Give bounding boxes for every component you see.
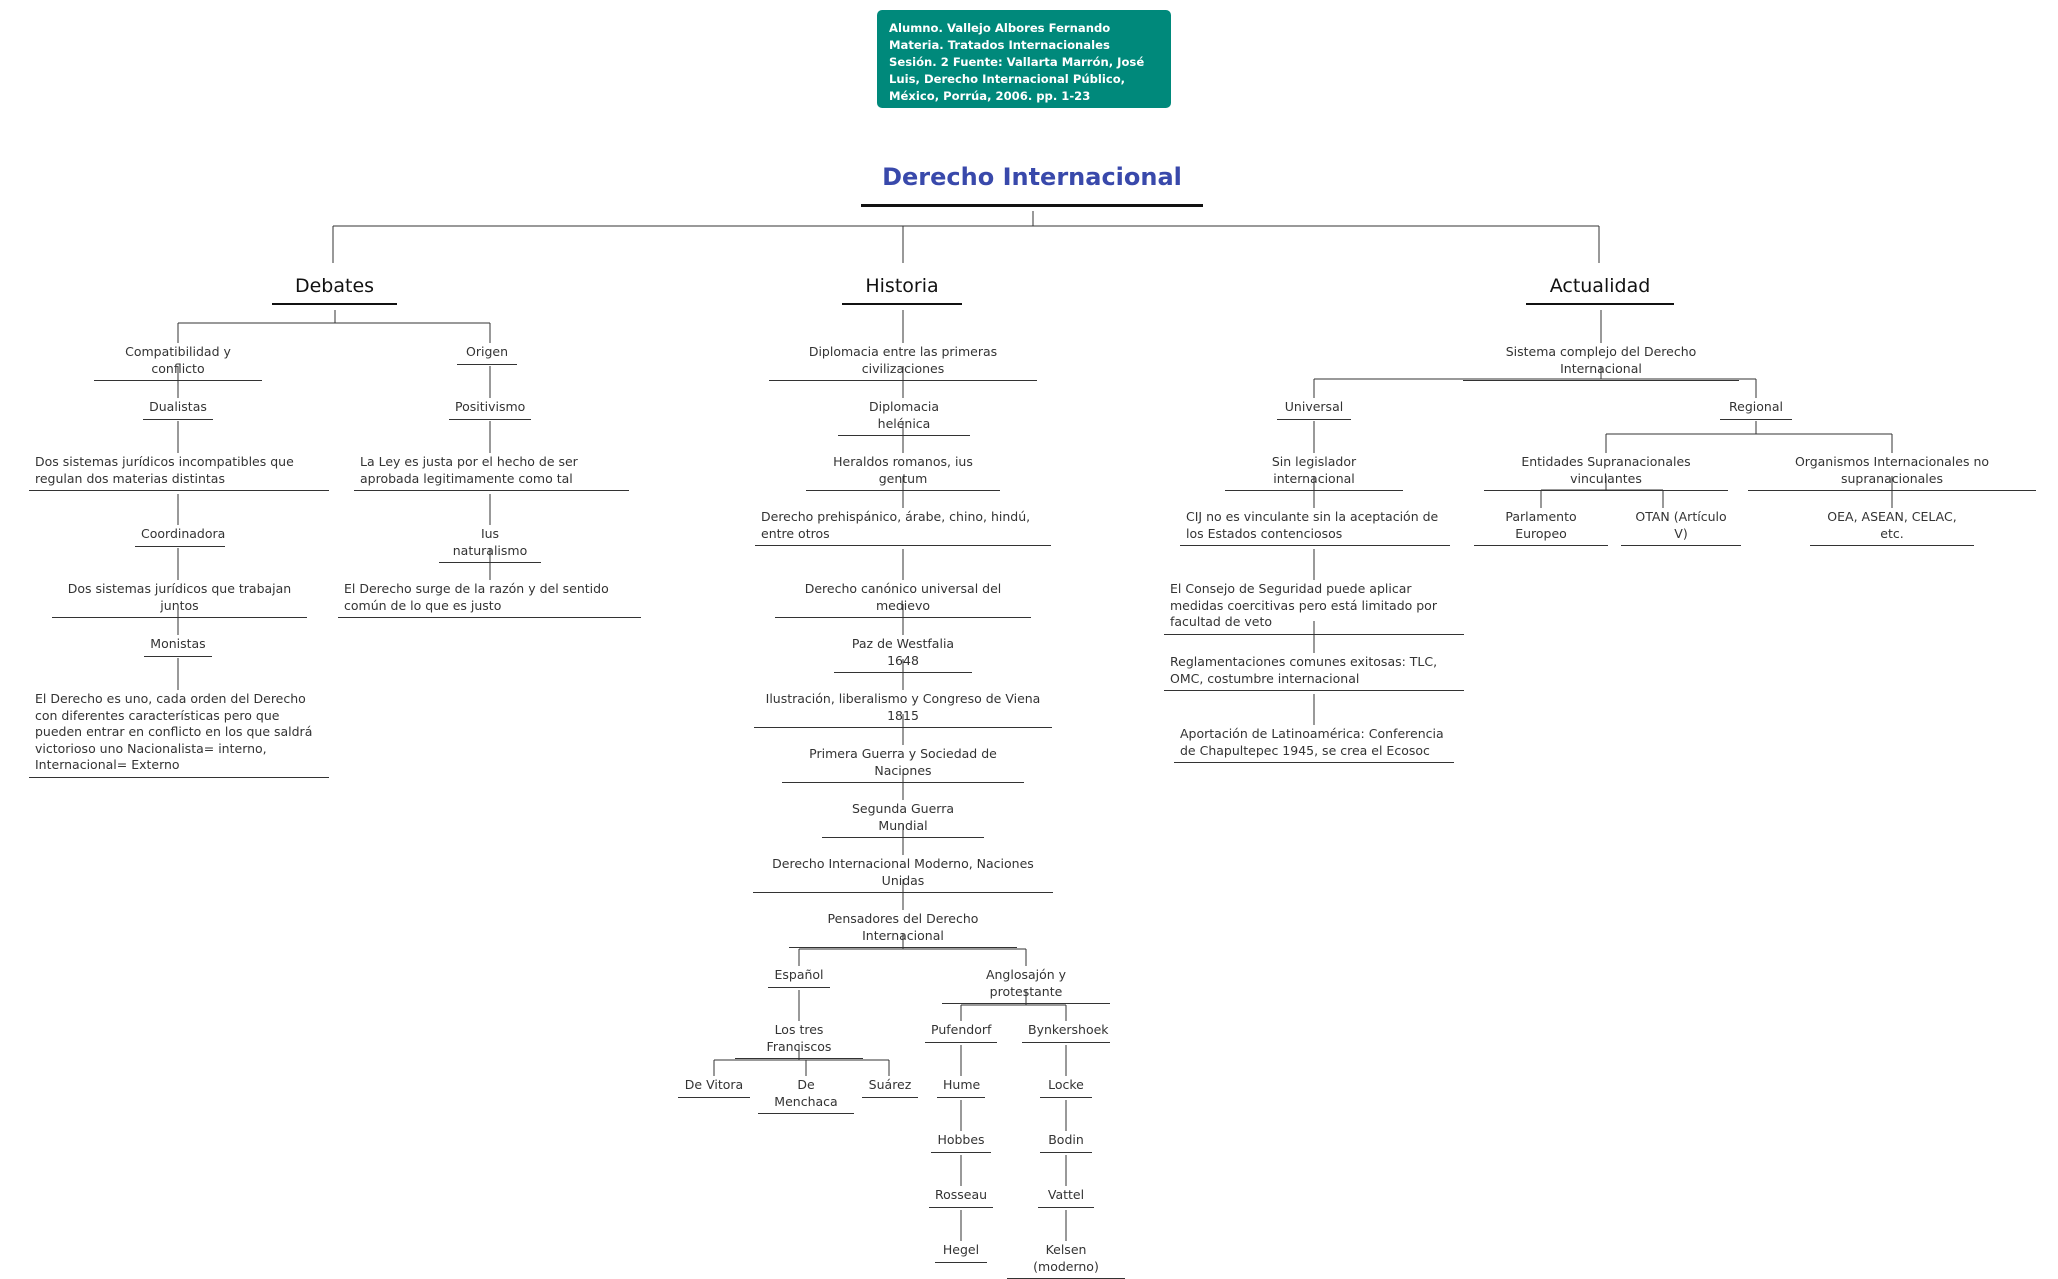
thinker-vattel[interactable]: Vattel xyxy=(1038,1187,1094,1208)
branch-debates[interactable]: Debates xyxy=(272,274,397,305)
historia-item-8[interactable]: Primera Guerra y Sociedad de Naciones xyxy=(782,746,1024,783)
thinker-pufendorf[interactable]: Pufendorf xyxy=(925,1022,997,1043)
thinker-de-menchaca[interactable]: De Menchaca xyxy=(758,1077,854,1114)
thinker-hobbes[interactable]: Hobbes xyxy=(931,1132,991,1153)
historia-item-5[interactable]: Derecho canónico universal del medievo xyxy=(775,581,1031,618)
topic-dualistas-desc[interactable]: Dos sistemas jurídicos incompatibles que… xyxy=(29,454,329,491)
universal-item-1[interactable]: Sin legislador internacional xyxy=(1225,454,1403,491)
historia-item-7[interactable]: Ilustración, liberalismo y Congreso de V… xyxy=(754,691,1052,728)
topic-regional[interactable]: Regional xyxy=(1720,399,1792,420)
historia-item-1[interactable]: Diplomacia entre las primeras civilizaci… xyxy=(769,344,1037,381)
entity-otan[interactable]: OTAN (Artículo V) xyxy=(1621,509,1741,546)
topic-positivismo-desc[interactable]: La Ley es justa por el hecho de ser apro… xyxy=(354,454,629,491)
topic-origen[interactable]: Origen xyxy=(457,344,517,365)
entity-parlamento-europeo[interactable]: Parlamento Europeo xyxy=(1474,509,1608,546)
thinkers-espanol[interactable]: Español xyxy=(768,967,830,988)
thinker-de-vitora[interactable]: De Vitora xyxy=(678,1077,750,1098)
entity-oea-asean-celac[interactable]: OEA, ASEAN, CELAC, etc. xyxy=(1810,509,1974,546)
author-note: Alumno. Vallejo Albores Fernando Materia… xyxy=(877,10,1171,108)
topic-organismos-internacionales[interactable]: Organismos Internacionales no supranacio… xyxy=(1748,454,2036,491)
topic-monistas[interactable]: Monistas xyxy=(144,636,212,657)
topic-coordinadora-desc[interactable]: Dos sistemas jurídicos que trabajan junt… xyxy=(52,581,307,618)
topic-compatibilidad[interactable]: Compatibilidad y conflicto xyxy=(94,344,262,381)
historia-item-6[interactable]: Paz de Westfalia 1648 xyxy=(834,636,972,673)
thinker-rosseau[interactable]: Rosseau xyxy=(929,1187,993,1208)
historia-item-3[interactable]: Heraldos romanos, ius gentum xyxy=(806,454,1000,491)
topic-ius-naturalismo[interactable]: Ius naturalismo xyxy=(439,526,541,563)
historia-item-11[interactable]: Pensadores del Derecho Internacional xyxy=(789,911,1017,948)
historia-item-9[interactable]: Segunda Guerra Mundial xyxy=(822,801,984,838)
thinkers-anglosajon[interactable]: Anglosajón y protestante xyxy=(942,967,1110,1004)
historia-item-2[interactable]: Diplomacia helénica xyxy=(838,399,970,436)
universal-item-2[interactable]: CIJ no es vinculante sin la aceptación d… xyxy=(1180,509,1450,546)
thinker-hume[interactable]: Hume xyxy=(937,1077,985,1098)
topic-naturalismo-desc[interactable]: El Derecho surge de la razón y del senti… xyxy=(338,581,641,618)
topic-sistema-complejo[interactable]: Sistema complejo del Derecho Internacion… xyxy=(1463,344,1739,381)
topic-universal[interactable]: Universal xyxy=(1277,399,1351,420)
thinker-locke[interactable]: Locke xyxy=(1040,1077,1092,1098)
thinker-hegel[interactable]: Hegel xyxy=(935,1242,987,1263)
topic-entidades-supranacionales[interactable]: Entidades Supranacionales vinculantes xyxy=(1484,454,1728,491)
topic-positivismo[interactable]: Positivismo xyxy=(449,399,531,420)
historia-item-10[interactable]: Derecho Internacional Moderno, Naciones … xyxy=(753,856,1053,893)
thinker-suarez[interactable]: Suárez xyxy=(862,1077,918,1098)
branch-historia[interactable]: Historia xyxy=(842,274,962,305)
root-topic[interactable]: Derecho Internacional xyxy=(861,162,1203,207)
topic-dualistas[interactable]: Dualistas xyxy=(143,399,213,420)
universal-item-4[interactable]: Reglamentaciones comunes exitosas: TLC, … xyxy=(1164,654,1464,691)
thinker-kelsen[interactable]: Kelsen (moderno) xyxy=(1007,1242,1125,1279)
universal-item-3[interactable]: El Consejo de Seguridad puede aplicar me… xyxy=(1164,581,1464,635)
thinker-bodin[interactable]: Bodin xyxy=(1040,1132,1092,1153)
thinkers-tres-franciscos[interactable]: Los tres Franciscos xyxy=(735,1022,863,1059)
topic-coordinadora[interactable]: Coordinadora xyxy=(135,526,225,547)
historia-item-4[interactable]: Derecho prehispánico, árabe, chino, hind… xyxy=(755,509,1051,546)
branch-actualidad[interactable]: Actualidad xyxy=(1526,274,1674,305)
universal-item-5[interactable]: Aportación de Latinoamérica: Conferencia… xyxy=(1174,726,1454,763)
thinker-bynkershoek[interactable]: Bynkershoek xyxy=(1022,1022,1110,1043)
topic-monistas-desc[interactable]: El Derecho es uno, cada orden del Derech… xyxy=(29,691,329,778)
